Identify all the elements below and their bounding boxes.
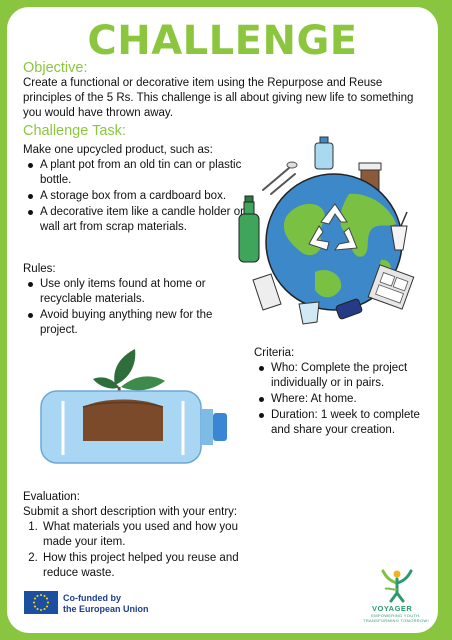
- water-bottle-icon: [314, 136, 334, 170]
- criteria-list: Who: Complete the project individually o…: [254, 361, 429, 438]
- list-item: Where: At home.: [254, 392, 429, 407]
- list-item: A decorative item like a candle holder o…: [23, 205, 248, 235]
- cutlery-icon: [262, 161, 298, 195]
- criteria-section: Criteria: Who: Complete the project indi…: [254, 346, 429, 439]
- plastic-cup-icon: [298, 301, 320, 325]
- earth-globe-icon: [265, 173, 403, 311]
- list-item: Avoid buying anything new for the projec…: [23, 308, 228, 338]
- voyager-logo-icon: [381, 569, 413, 603]
- plant-bottle-illustration: [40, 349, 227, 464]
- earth-recycling-illustration: [238, 136, 415, 325]
- plastic-bottle-pot-icon: [40, 390, 227, 464]
- rules-list: Use only items found at home or recyclab…: [23, 277, 228, 338]
- evaluation-label: Evaluation:: [23, 491, 80, 503]
- list-item: Who: Complete the project individually o…: [254, 361, 429, 391]
- voyager-tagline: EMPOWERING YOUTH, TRANSFORMING TOMORROW!: [363, 613, 429, 623]
- list-item: Duration: 1 week to complete and share y…: [254, 408, 429, 438]
- voyager-name: VOYAGER: [372, 604, 413, 613]
- list-item: A plant pot from an old tin can or plast…: [23, 158, 248, 188]
- task-heading: Challenge Task:: [23, 123, 126, 139]
- eu-stars-icon: [33, 594, 49, 611]
- task-list: A plant pot from an old tin can or plast…: [23, 158, 248, 235]
- evaluation-list: What materials you used and how you made…: [23, 520, 268, 581]
- eu-cofunded-text: Co-funded by the European Union: [63, 593, 149, 615]
- rules-section: Rules: Use only items found at home or r…: [23, 262, 228, 339]
- plastic-bottle-icon: [238, 195, 260, 263]
- objective-heading: Objective:: [23, 60, 88, 76]
- challenge-card: CHALLENGE Objective: Create a functional…: [7, 7, 438, 633]
- task-section: Make one upcycled product, such as: A pl…: [23, 143, 248, 236]
- eu-line2: the European Union: [63, 604, 149, 614]
- milk-carton-icon: [252, 273, 282, 311]
- eu-flag-logo: [24, 591, 58, 614]
- recycle-icon: [308, 203, 358, 251]
- eu-line1: Co-funded by: [63, 593, 121, 603]
- page-title: CHALLENGE: [87, 18, 358, 64]
- list-item: How this project helped you reuse and re…: [41, 551, 268, 581]
- rules-label: Rules:: [23, 263, 56, 275]
- drink-cup-icon: [390, 211, 408, 251]
- list-item: What materials you used and how you made…: [41, 520, 268, 550]
- objective-text: Create a functional or decorative item u…: [23, 77, 414, 119]
- evaluation-section: Evaluation: Submit a short description w…: [23, 490, 268, 582]
- list-item: A storage box from a cardboard box.: [23, 189, 248, 204]
- tin-can-icon: [335, 298, 363, 320]
- criteria-label: Criteria:: [254, 347, 295, 359]
- evaluation-intro: Submit a short description with your ent…: [23, 506, 238, 518]
- task-intro: Make one upcycled product, such as:: [23, 144, 213, 156]
- food-tray-icon: [367, 264, 415, 310]
- list-item: Use only items found at home or recyclab…: [23, 277, 228, 307]
